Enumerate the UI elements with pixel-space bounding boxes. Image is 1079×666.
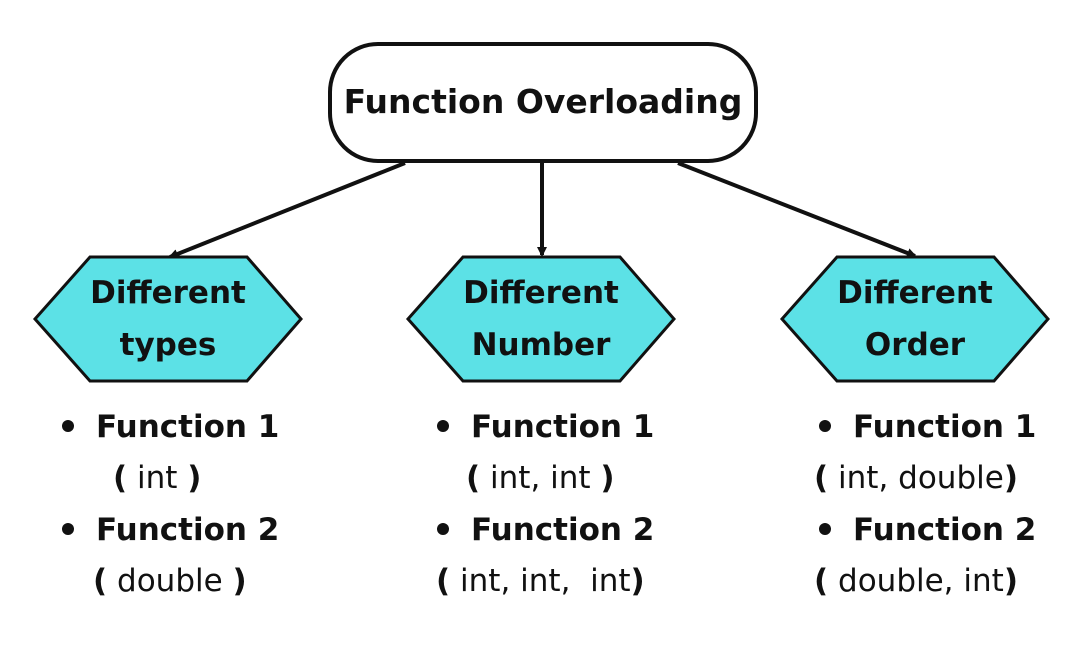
open-paren: ( [814, 460, 828, 496]
open-paren: ( [113, 460, 127, 496]
function-name: Function 1 [471, 409, 654, 445]
bullet-dot [62, 523, 74, 535]
args-text: double, int [828, 563, 1004, 599]
open-paren: ( [436, 563, 450, 599]
function-name: Function 1 [96, 409, 279, 445]
hexagon-label-line2: types [120, 327, 217, 363]
function-name: Function 1 [853, 409, 1036, 445]
args-text: int [127, 460, 187, 496]
hexagon-label-line1: Different [837, 275, 993, 311]
bullet-dot [819, 523, 831, 535]
bullet-dot [437, 420, 449, 432]
hexagon-different-types [32, 255, 303, 383]
function-name: Function 2 [96, 512, 279, 548]
open-paren: ( [466, 460, 480, 496]
hexagon-label-line2: Order [865, 327, 966, 363]
close-paren: ) [187, 460, 201, 496]
open-paren: ( [93, 563, 107, 599]
args-text: double [107, 563, 232, 599]
hexagon-label-line1: Different [463, 275, 619, 311]
root-node [328, 42, 758, 163]
close-paren: ) [600, 460, 614, 496]
function-args: ( int, double) [814, 460, 1018, 496]
root-label: Function Overloading [344, 82, 743, 121]
bullet-dot [62, 420, 74, 432]
function-args: ( double, int) [814, 563, 1018, 599]
arrow-to-different-types [168, 161, 406, 259]
open-paren: ( [814, 563, 828, 599]
close-paren: ) [233, 563, 247, 599]
hexagon-different-order [779, 255, 1050, 383]
branch-different-types: Different types Function 1 ( int ) Funct… [32, 255, 303, 599]
function-name: Function 2 [471, 512, 654, 548]
hexagon-different-number [405, 255, 676, 383]
function-args: ( int, int ) [466, 460, 615, 496]
function-args: ( double ) [93, 563, 247, 599]
bullet-dot [437, 523, 449, 535]
close-paren: ) [1004, 563, 1018, 599]
function-args: ( int ) [113, 460, 201, 496]
close-paren: ) [1004, 460, 1018, 496]
arrow-to-different-order [677, 161, 917, 258]
function-args: ( int, int, int) [436, 563, 645, 599]
args-text: int, int, int [450, 563, 630, 599]
branch-different-order: Different Order Function 1 ( int, double… [779, 255, 1050, 599]
bullet-dot [819, 420, 831, 432]
hexagon-label-line2: Number [472, 327, 612, 363]
hexagon-label-line1: Different [90, 275, 246, 311]
close-paren: ) [631, 563, 645, 599]
args-text: int, int [480, 460, 600, 496]
branch-different-number: Different Number Function 1 ( int, int )… [405, 255, 676, 599]
function-name: Function 2 [853, 512, 1036, 548]
args-text: int, double [828, 460, 1004, 496]
